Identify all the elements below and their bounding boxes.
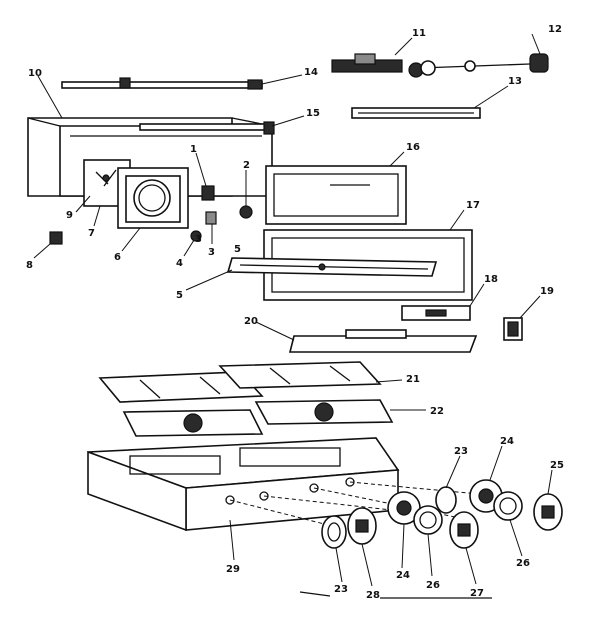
part-6-window-frame <box>117 167 189 229</box>
part-20-manifold-panel <box>288 329 478 353</box>
part-1-clip <box>201 185 215 201</box>
part-26-ring-right <box>493 491 523 521</box>
part-22-burner-bowls <box>122 399 394 437</box>
callout-24-left: 24 <box>396 570 410 581</box>
callout-3-lower: 3 <box>195 234 202 245</box>
callout-17: 17 <box>466 200 480 211</box>
part-27-knob <box>449 511 479 549</box>
part-15-trim <box>139 121 275 135</box>
part-2-knob <box>239 205 253 219</box>
part-23-knob-left <box>321 515 347 549</box>
callout-3-upper: 3 <box>208 247 215 258</box>
callout-29: 29 <box>226 564 240 575</box>
callout-28: 28 <box>366 590 380 601</box>
leader-lines <box>33 33 553 587</box>
part-25-knob <box>533 493 563 531</box>
alignment-lines <box>229 481 501 529</box>
part-19-switch <box>503 317 523 341</box>
part-14-rod <box>61 77 263 90</box>
part-28-knob <box>347 507 377 545</box>
callout-26-right: 26 <box>516 558 530 569</box>
callout-labels: 10 11 12 13 14 15 16 17 1 2 3 4 3 5 5 6 … <box>26 24 564 601</box>
callout-2: 2 <box>243 160 250 171</box>
callout-20: 20 <box>244 316 258 327</box>
callout-26-left: 26 <box>426 580 440 591</box>
part-5-handle <box>226 257 438 277</box>
callout-9: 9 <box>66 210 73 221</box>
part-16-door-glass <box>265 165 407 225</box>
callout-25: 25 <box>550 460 564 471</box>
callout-22: 22 <box>430 406 444 417</box>
callout-23-right: 23 <box>454 446 468 457</box>
callout-11: 11 <box>412 28 426 39</box>
callout-7: 7 <box>88 228 95 239</box>
part-4-nut <box>190 230 202 242</box>
part-29-range-top <box>87 437 400 532</box>
part-12-connector <box>419 53 549 76</box>
callout-5-upper: 5 <box>234 244 241 255</box>
callout-24-right: 24 <box>500 436 514 447</box>
callout-27: 27 <box>470 588 484 599</box>
part-11-valve-assembly <box>331 53 424 78</box>
part-26-ring-left <box>413 505 443 535</box>
part-18-bracket <box>401 305 471 321</box>
part-3-clip <box>205 211 217 225</box>
callout-4: 4 <box>176 258 183 269</box>
callout-14: 14 <box>304 67 318 78</box>
part-13-tube <box>351 107 481 119</box>
callout-5-lower: 5 <box>176 290 183 301</box>
callout-12: 12 <box>548 24 562 35</box>
callout-19: 19 <box>540 286 554 297</box>
callout-6: 6 <box>114 252 121 263</box>
part-21-grates <box>98 361 382 403</box>
part-8-bracket <box>49 231 63 245</box>
callout-10: 10 <box>28 68 42 79</box>
callout-1: 1 <box>190 144 197 155</box>
part-23-knob-right <box>435 486 457 514</box>
callout-18: 18 <box>484 274 498 285</box>
callout-16: 16 <box>406 142 420 153</box>
base-lines <box>299 591 492 599</box>
callout-8: 8 <box>26 260 33 271</box>
callout-21: 21 <box>406 374 420 385</box>
callout-15: 15 <box>306 108 320 119</box>
callout-23-left: 23 <box>334 584 348 595</box>
callout-13: 13 <box>508 76 522 87</box>
